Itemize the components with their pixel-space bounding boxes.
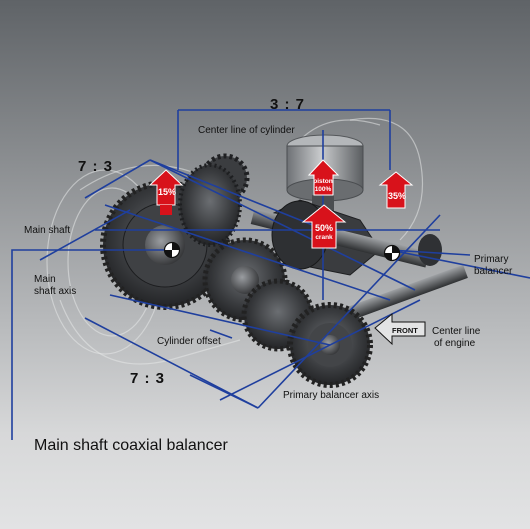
arrow-middle-pct: 50% <box>314 223 333 233</box>
arrow-left-pct: 15% <box>157 187 176 197</box>
main-shaft-pivot-marker <box>163 241 181 259</box>
ratio-top: 3 : 7 <box>270 96 306 113</box>
force-arrow-right <box>378 171 414 209</box>
arrow-piston-pct: 100% <box>314 186 332 193</box>
arrow-piston-word: piston <box>313 178 333 185</box>
label-primary-balancer-line1: Primary <box>474 254 509 265</box>
label-front: FRONT <box>392 326 418 335</box>
force-arrow-middle <box>301 204 347 249</box>
arrow-right-pct: 35% <box>387 191 406 201</box>
label-main-shaft-axis-line1: Main <box>34 274 56 285</box>
label-cylinder-offset: Cylinder offset <box>157 336 221 347</box>
ratio-bottom: 7 : 3 <box>130 370 166 387</box>
diagram-title: Main shaft coaxial balancer <box>34 437 228 454</box>
arrow-middle-sub: crank <box>315 234 333 241</box>
label-main-shaft: Main shaft <box>24 225 71 236</box>
force-arrow-piston <box>307 159 340 196</box>
force-arrow-left <box>148 169 184 215</box>
label-primary-balancer-line2: balancer <box>474 266 513 277</box>
guide-lines <box>11 109 530 440</box>
label-center-line-cylinder: Center line of cylinder <box>198 125 295 136</box>
label-center-line-engine-line2: of engine <box>434 338 476 349</box>
label-center-line-engine-line1: Center line <box>432 326 481 337</box>
primary-balancer-pivot-marker <box>383 244 401 262</box>
front-arrow <box>374 312 426 346</box>
label-primary-balancer-axis: Primary balancer axis <box>283 390 380 401</box>
ratio-left: 7 : 3 <box>78 158 114 175</box>
label-main-shaft-axis-line2: shaft axis <box>34 286 77 297</box>
